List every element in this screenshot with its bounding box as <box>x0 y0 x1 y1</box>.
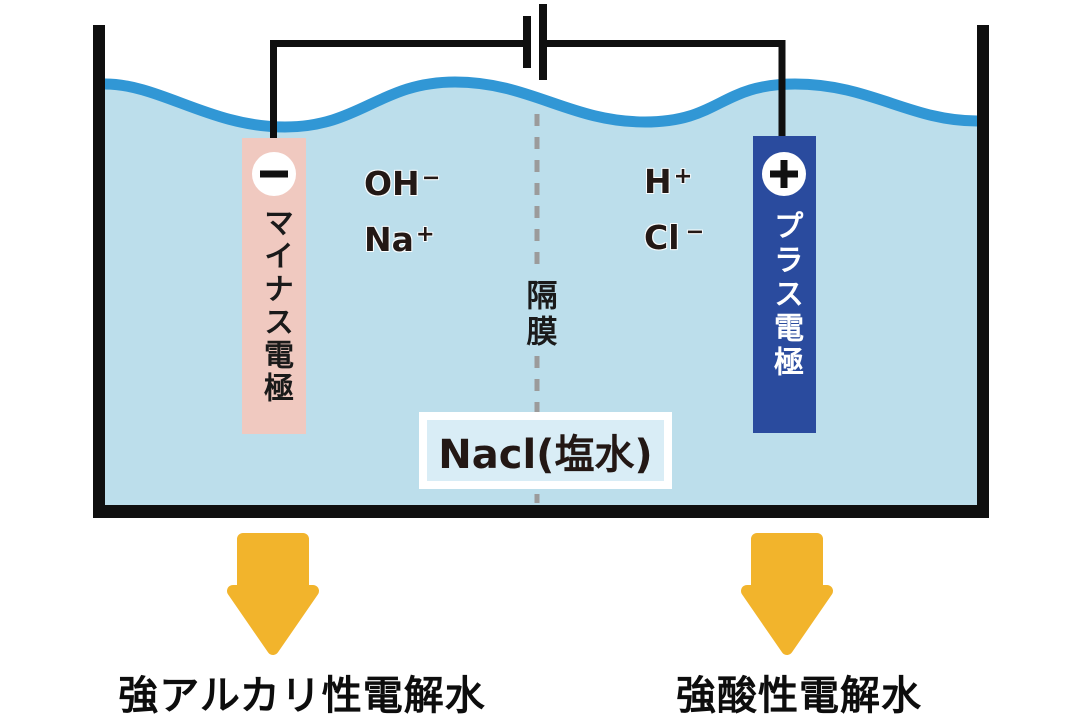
minus-icon <box>252 152 296 196</box>
ion-label-h: H+ <box>644 162 692 201</box>
solution-label: Nacl(塩水) <box>438 431 653 478</box>
tank-bottom <box>93 505 989 518</box>
battery-icon <box>523 4 547 80</box>
minus-electrode-label: マイナス電極 <box>258 207 293 405</box>
ion-h-base: H <box>644 162 672 201</box>
ion-cl-base: Cl <box>644 218 680 257</box>
plus-badge-bar-v <box>780 160 788 188</box>
solution-box-inner: Nacl(塩水) <box>427 420 664 481</box>
battery-short-plate <box>523 16 531 68</box>
minus-badge-bar <box>260 170 288 178</box>
ion-cl-charge: − <box>685 218 705 245</box>
water-surface-wave <box>104 76 978 133</box>
tank-wall-left <box>93 25 105 518</box>
tank-wall-right <box>977 25 989 518</box>
result-label-alkaline: 強アルカリ性電解水 <box>118 673 486 719</box>
ion-na-charge: + <box>415 220 435 247</box>
ion-label-oh: OH− <box>364 164 440 203</box>
ion-na-base: Na <box>364 220 414 259</box>
ion-label-cl: Cl− <box>644 218 704 257</box>
wire-left <box>270 40 523 140</box>
wire-right <box>547 40 786 139</box>
plus-electrode-label: プラス電極 <box>768 210 803 380</box>
membrane-label: 隔膜 <box>520 279 557 351</box>
ion-oh-base: OH <box>364 164 420 203</box>
solution-box: Nacl(塩水) <box>419 412 672 489</box>
plus-icon <box>762 152 806 196</box>
result-label-acidic: 強酸性電解水 <box>676 673 922 719</box>
battery-long-plate <box>539 4 547 80</box>
down-arrow-left <box>227 533 319 655</box>
ion-oh-charge: − <box>421 164 441 191</box>
down-arrow-right <box>741 533 833 655</box>
ion-h-charge: + <box>673 162 693 189</box>
ion-label-na: Na+ <box>364 220 435 259</box>
